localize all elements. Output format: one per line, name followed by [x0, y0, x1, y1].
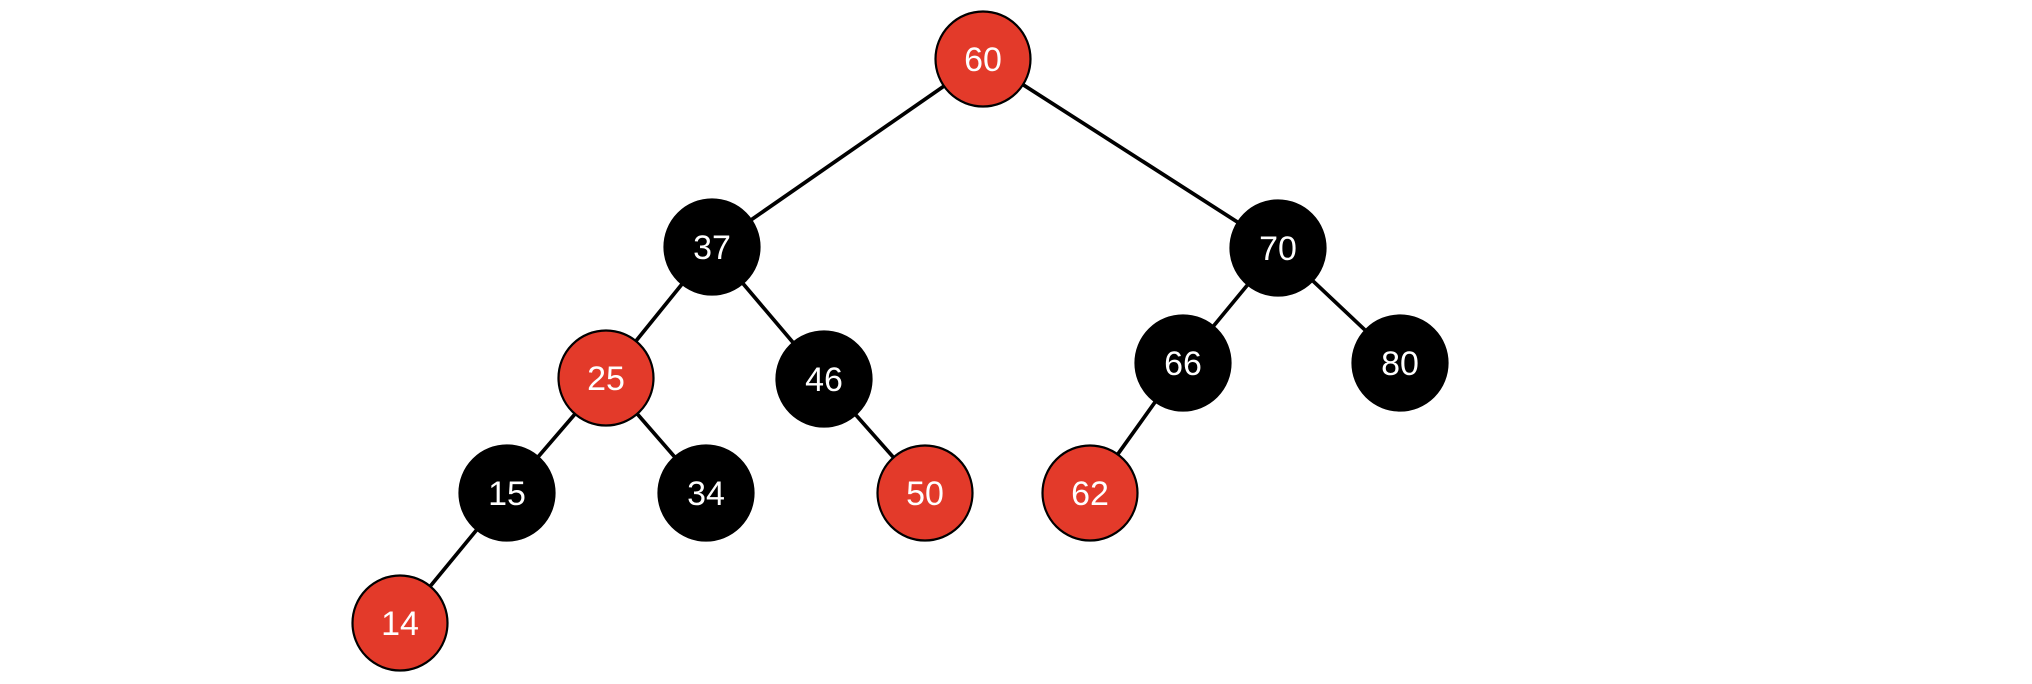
node-label-50: 50: [906, 475, 944, 513]
node-circle-50: [876, 444, 974, 542]
tree-node-25: 25: [557, 329, 655, 427]
node-label-14: 14: [381, 605, 419, 643]
tree-node-62: 62: [1041, 444, 1139, 542]
tree-node-15: 15: [458, 444, 556, 542]
node-circle-15: [458, 444, 556, 542]
node-circle-70: [1229, 199, 1327, 297]
node-circle-25: [557, 329, 655, 427]
node-label-34: 34: [687, 475, 725, 513]
node-label-62: 62: [1071, 475, 1109, 513]
tree-edge-60-37: [710, 57, 985, 249]
node-label-70: 70: [1259, 230, 1297, 268]
node-circle-46: [775, 330, 873, 428]
node-label-25: 25: [587, 360, 625, 398]
node-circle-34: [657, 444, 755, 542]
node-label-60: 60: [964, 41, 1002, 79]
tree-edge-60-70: [982, 57, 1279, 250]
tree-node-34: 34: [657, 444, 755, 542]
tree-node-70: 70: [1229, 199, 1327, 297]
tree-node-80: 80: [1351, 314, 1449, 412]
tree-node-37: 37: [663, 198, 761, 296]
tree-node-50: 50: [876, 444, 974, 542]
node-circle-37: [663, 198, 761, 296]
node-circle-14: [351, 574, 449, 672]
tree-node-14: 14: [351, 574, 449, 672]
tree-node-60: 60: [934, 10, 1032, 108]
node-label-37: 37: [693, 229, 731, 267]
tree-node-46: 46: [775, 330, 873, 428]
node-label-80: 80: [1381, 345, 1419, 383]
node-label-15: 15: [488, 475, 526, 513]
node-label-66: 66: [1164, 345, 1202, 383]
tree-node-66: 66: [1134, 314, 1232, 412]
node-circle-62: [1041, 444, 1139, 542]
node-circle-80: [1351, 314, 1449, 412]
node-circle-66: [1134, 314, 1232, 412]
node-label-46: 46: [805, 361, 843, 399]
node-circle-60: [934, 10, 1032, 108]
